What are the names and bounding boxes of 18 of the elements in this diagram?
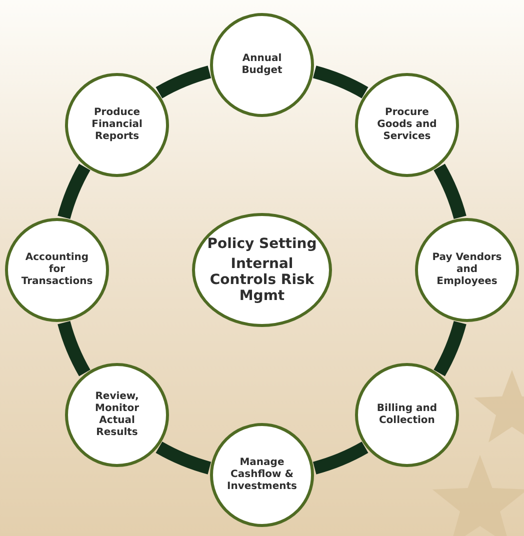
node-label: Billing and Collection xyxy=(376,402,438,427)
node-label: Manage Cashflow & Investments xyxy=(226,457,298,493)
ring-connector xyxy=(312,66,368,98)
node-label: Internal Controls Risk Mgmt xyxy=(208,256,316,304)
node-label: Review, Monitor Actual Results xyxy=(94,390,140,439)
ring-connector xyxy=(434,320,466,376)
ring-connector xyxy=(58,164,90,220)
ring-connector xyxy=(312,442,368,474)
node-label: Produce Financial Reports xyxy=(90,107,144,144)
node-label: Accounting for Transactions xyxy=(20,252,94,288)
node-label: Pay Vendors and Employees xyxy=(431,252,503,288)
node-label: Annual Budget xyxy=(240,53,284,77)
node-label: Policy Setting xyxy=(207,236,317,252)
ring-connector xyxy=(156,66,212,98)
ring-connector xyxy=(434,164,466,220)
ring-connector xyxy=(156,442,212,474)
node-label: Procure Goods and Services xyxy=(376,107,438,144)
ring-connector xyxy=(58,320,90,376)
